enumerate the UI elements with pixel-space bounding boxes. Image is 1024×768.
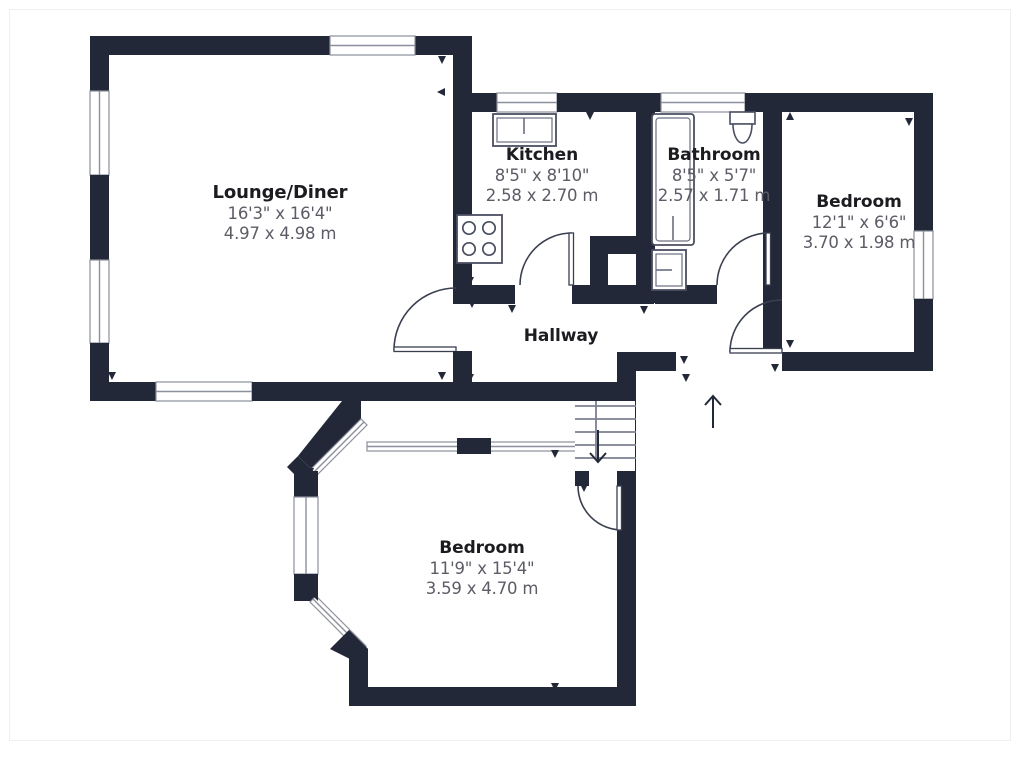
wall-segment: [617, 352, 636, 371]
room-name: Bedroom: [439, 538, 525, 558]
wall-segment: [453, 36, 472, 106]
wall-segment: [294, 471, 318, 497]
wall-segment: [745, 93, 763, 112]
wall-segment: [763, 93, 933, 112]
wall-segment: [298, 401, 361, 469]
room-label-hallway: Hallway: [488, 326, 634, 347]
wash-basin-icon: [651, 249, 687, 291]
wall-segment: [636, 245, 655, 303]
wall-segment: [90, 175, 109, 260]
wall-segment: [472, 93, 497, 112]
window-kitchen-top: [496, 92, 558, 113]
room-label-bedroom-right: Bedroom 12'1" x 6'6" 3.70 x 1.98 m: [778, 192, 940, 253]
bay-window-upper: [287, 401, 368, 480]
room-dimension-imperial: 12'1" x 6'6": [811, 212, 907, 232]
dimension-ticks: [108, 56, 913, 691]
kitchen-walls: [453, 92, 655, 304]
room-name: Bedroom: [816, 192, 902, 212]
room-dimension-metric: 2.57 x 1.71 m: [657, 185, 771, 205]
wall-segment: [294, 587, 318, 601]
window-lounge-left-upper: [89, 90, 110, 176]
bay-window-vertical: [293, 496, 319, 575]
wall-segment: [453, 285, 515, 304]
bathroom-fixtures: [651, 111, 772, 291]
window-bedroom-right: [913, 230, 934, 300]
room-name: Kitchen: [505, 145, 579, 165]
sink-icon: [492, 113, 557, 147]
window-lounge-left-lower: [89, 259, 110, 344]
room-dimension-imperial: 8'5" x 8'10": [494, 165, 590, 185]
wall-segment: [90, 36, 330, 55]
room-label-bedroom-bottom: Bedroom 11'9" x 15'4" 3.59 x 4.70 m: [394, 538, 570, 599]
bathtub-icon: [651, 113, 695, 246]
door-bathroom: [716, 232, 772, 286]
wall-segment: [655, 93, 661, 112]
window-lounge-bottom: [155, 381, 253, 402]
wall-segment: [557, 93, 655, 112]
room-dimension-imperial: 11'9" x 15'4": [429, 558, 535, 578]
hallway-arc-left: [393, 287, 457, 351]
room-name: Hallway: [523, 326, 599, 346]
hob-icon: [456, 214, 503, 264]
wall-segment: [457, 438, 491, 454]
door-understairs: [577, 485, 623, 531]
wall-segment: [617, 401, 636, 706]
bedroom-right-walls: [729, 93, 934, 371]
room-dimension-metric: 2.58 x 2.70 m: [485, 185, 599, 205]
door-bedroom-right: [729, 299, 783, 354]
staircase: [575, 401, 636, 531]
lounge-diner-walls: [89, 35, 472, 402]
room-label-lounge-diner: Lounge/Diner 16'3" x 16'4" 4.97 x 4.98 m: [170, 182, 390, 244]
room-name: Bathroom: [667, 145, 761, 165]
kitchen-fixtures: [456, 113, 575, 286]
door-kitchen: [519, 232, 575, 286]
wall-segment: [90, 382, 156, 401]
room-label-kitchen: Kitchen 8'5" x 8'10" 2.58 x 2.70 m: [462, 145, 622, 206]
wall-segment: [590, 236, 608, 294]
toilet-icon: [729, 111, 756, 144]
wall-segment: [355, 687, 635, 706]
wall-segment: [636, 93, 655, 245]
wall-segment: [782, 352, 933, 371]
room-dimension-metric: 3.59 x 4.70 m: [425, 578, 539, 598]
window-bathroom-top: [660, 92, 746, 113]
wall-segment: [914, 93, 933, 231]
wall-segment: [90, 36, 109, 91]
wall-segment: [763, 290, 782, 352]
wall-segment: [575, 471, 589, 486]
room-dimension-imperial: 16'3" x 16'4": [227, 203, 333, 223]
wall-segment: [349, 630, 368, 706]
room-name: Lounge/Diner: [212, 182, 348, 203]
wall-segment: [252, 382, 360, 401]
wall-segment: [572, 285, 590, 304]
room-dimension-metric: 3.70 x 1.98 m: [802, 232, 916, 252]
room-dimension-imperial: 8'5" x 5'7": [671, 165, 757, 185]
down-arrow-icon: [589, 430, 607, 464]
north-arrow-icon: [704, 394, 722, 428]
room-label-bathroom: Bathroom 8'5" x 5'7" 2.57 x 1.71 m: [636, 145, 792, 206]
window-lounge-top: [329, 35, 416, 56]
room-dimension-metric: 4.97 x 4.98 m: [223, 224, 337, 244]
wall-segment: [360, 382, 635, 401]
